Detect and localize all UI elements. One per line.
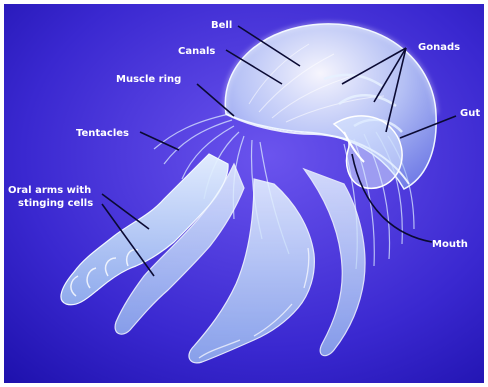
label-gonads: Gonads	[418, 42, 460, 53]
jellyfish-diagram: Bell Canals Muscle ring Tentacles Oral a…	[4, 4, 484, 383]
label-mouth: Mouth	[432, 239, 468, 250]
label-oral-arms-line1: Oral arms with	[8, 185, 91, 196]
diagram-svg: Bell Canals Muscle ring Tentacles Oral a…	[4, 4, 484, 383]
label-tentacles: Tentacles	[76, 128, 129, 139]
label-canals: Canals	[178, 46, 215, 57]
label-gut: Gut	[460, 108, 480, 119]
label-oral-arms-line2: stinging cells	[18, 198, 93, 209]
label-muscle-ring: Muscle ring	[116, 74, 181, 85]
label-bell: Bell	[211, 20, 232, 31]
